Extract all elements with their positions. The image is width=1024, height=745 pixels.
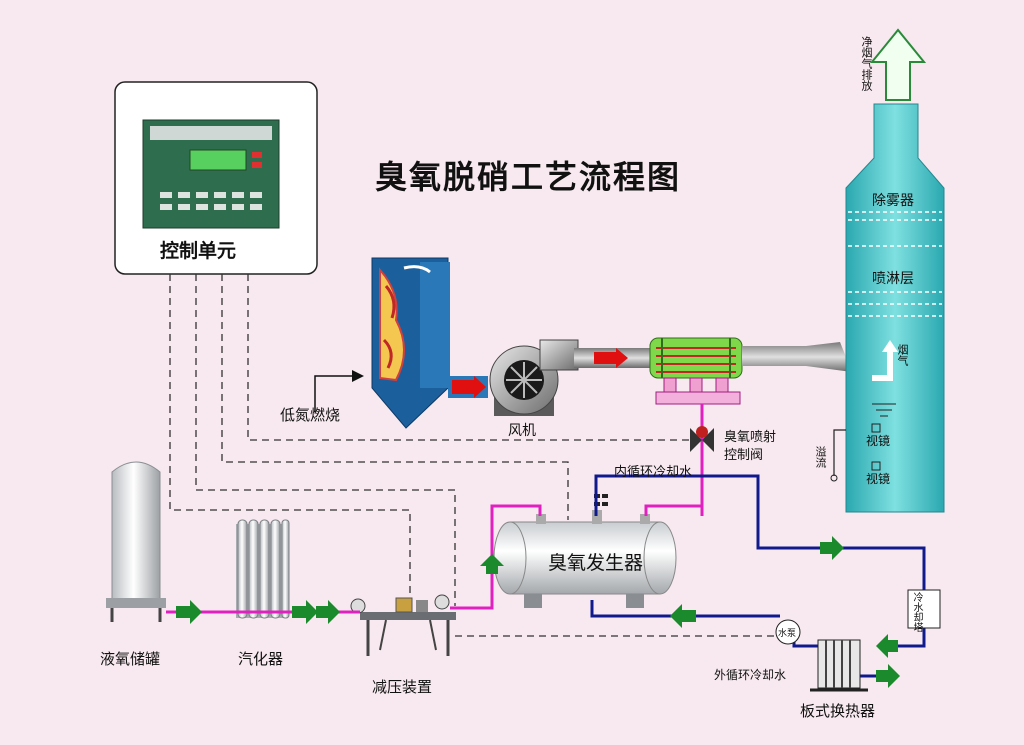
reactor-duct xyxy=(742,342,852,372)
pressure-reducer xyxy=(350,594,456,656)
vaporizer-label: 汽化器 xyxy=(238,650,284,668)
exhaust-label: 净烟气排放 xyxy=(860,36,873,91)
demister-label: 除雾器 xyxy=(872,193,914,209)
control-unit-label: 控制单元 xyxy=(160,240,237,262)
flow-arrow-icon xyxy=(876,634,898,658)
flue-gas-arrow-icon xyxy=(452,376,486,398)
spray-layer-label: 喷淋层 xyxy=(872,271,914,287)
flow-arrow-icon xyxy=(820,536,844,560)
ozone-mixer xyxy=(649,337,743,405)
outer-cooling-water-label: 外循环冷却水 xyxy=(714,668,787,682)
liquid-oxygen-tank-label: 液氧储罐 xyxy=(100,650,161,668)
ozone-generator-label: 臭氧发生器 xyxy=(548,552,644,574)
ozone-valve-label-2: 控制阀 xyxy=(724,448,764,463)
flow-arrows xyxy=(176,536,900,688)
vaporizer xyxy=(236,519,290,619)
fan xyxy=(489,339,579,416)
overflow-label: 溢流 xyxy=(814,446,827,468)
pressure-reducer-label: 减压装置 xyxy=(372,678,433,696)
liquid-oxygen-tank xyxy=(106,461,166,622)
sight-glass-label-2: 视镜 xyxy=(866,472,891,486)
flow-arrow-icon xyxy=(670,604,696,628)
exhaust-arrow-icon xyxy=(869,28,927,101)
flue-gas-label: 烟气 xyxy=(896,344,909,366)
flow-arrow-icon xyxy=(176,600,202,624)
ozone-injection-valve-icon xyxy=(690,426,714,452)
flow-arrow-icon xyxy=(480,554,504,574)
cooling-tower-label: 冷水却塔 xyxy=(911,592,922,632)
flow-arrow-icon xyxy=(292,600,318,624)
boiler-pointer-arrow xyxy=(314,370,364,412)
cooling-tower xyxy=(907,589,941,629)
boiler xyxy=(371,257,450,429)
scrubber-tower xyxy=(830,103,945,513)
flue-gas-arrow-icon xyxy=(594,348,628,368)
flow-arrow-icon xyxy=(876,664,900,688)
plate-heat-exchanger xyxy=(810,639,868,692)
pump-label: 水泵 xyxy=(778,629,797,639)
control-unit xyxy=(114,81,318,275)
control-signal-lines xyxy=(169,274,780,637)
boiler-label: 低氮燃烧 xyxy=(280,406,341,424)
flow-arrow-icon xyxy=(316,600,340,624)
sight-glass-label-1: 视镜 xyxy=(866,434,891,448)
ozone-valve-label-1: 臭氧喷射 xyxy=(724,430,777,445)
fan-label: 风机 xyxy=(508,423,536,439)
plate-heat-exchanger-label: 板式换热器 xyxy=(800,702,876,720)
ozone-generator xyxy=(493,494,677,608)
pump xyxy=(775,619,801,645)
diagram-title: 臭氧脱硝工艺流程图 xyxy=(375,158,682,196)
inner-cooling-water-label: 内循环冷却水 xyxy=(614,465,693,480)
